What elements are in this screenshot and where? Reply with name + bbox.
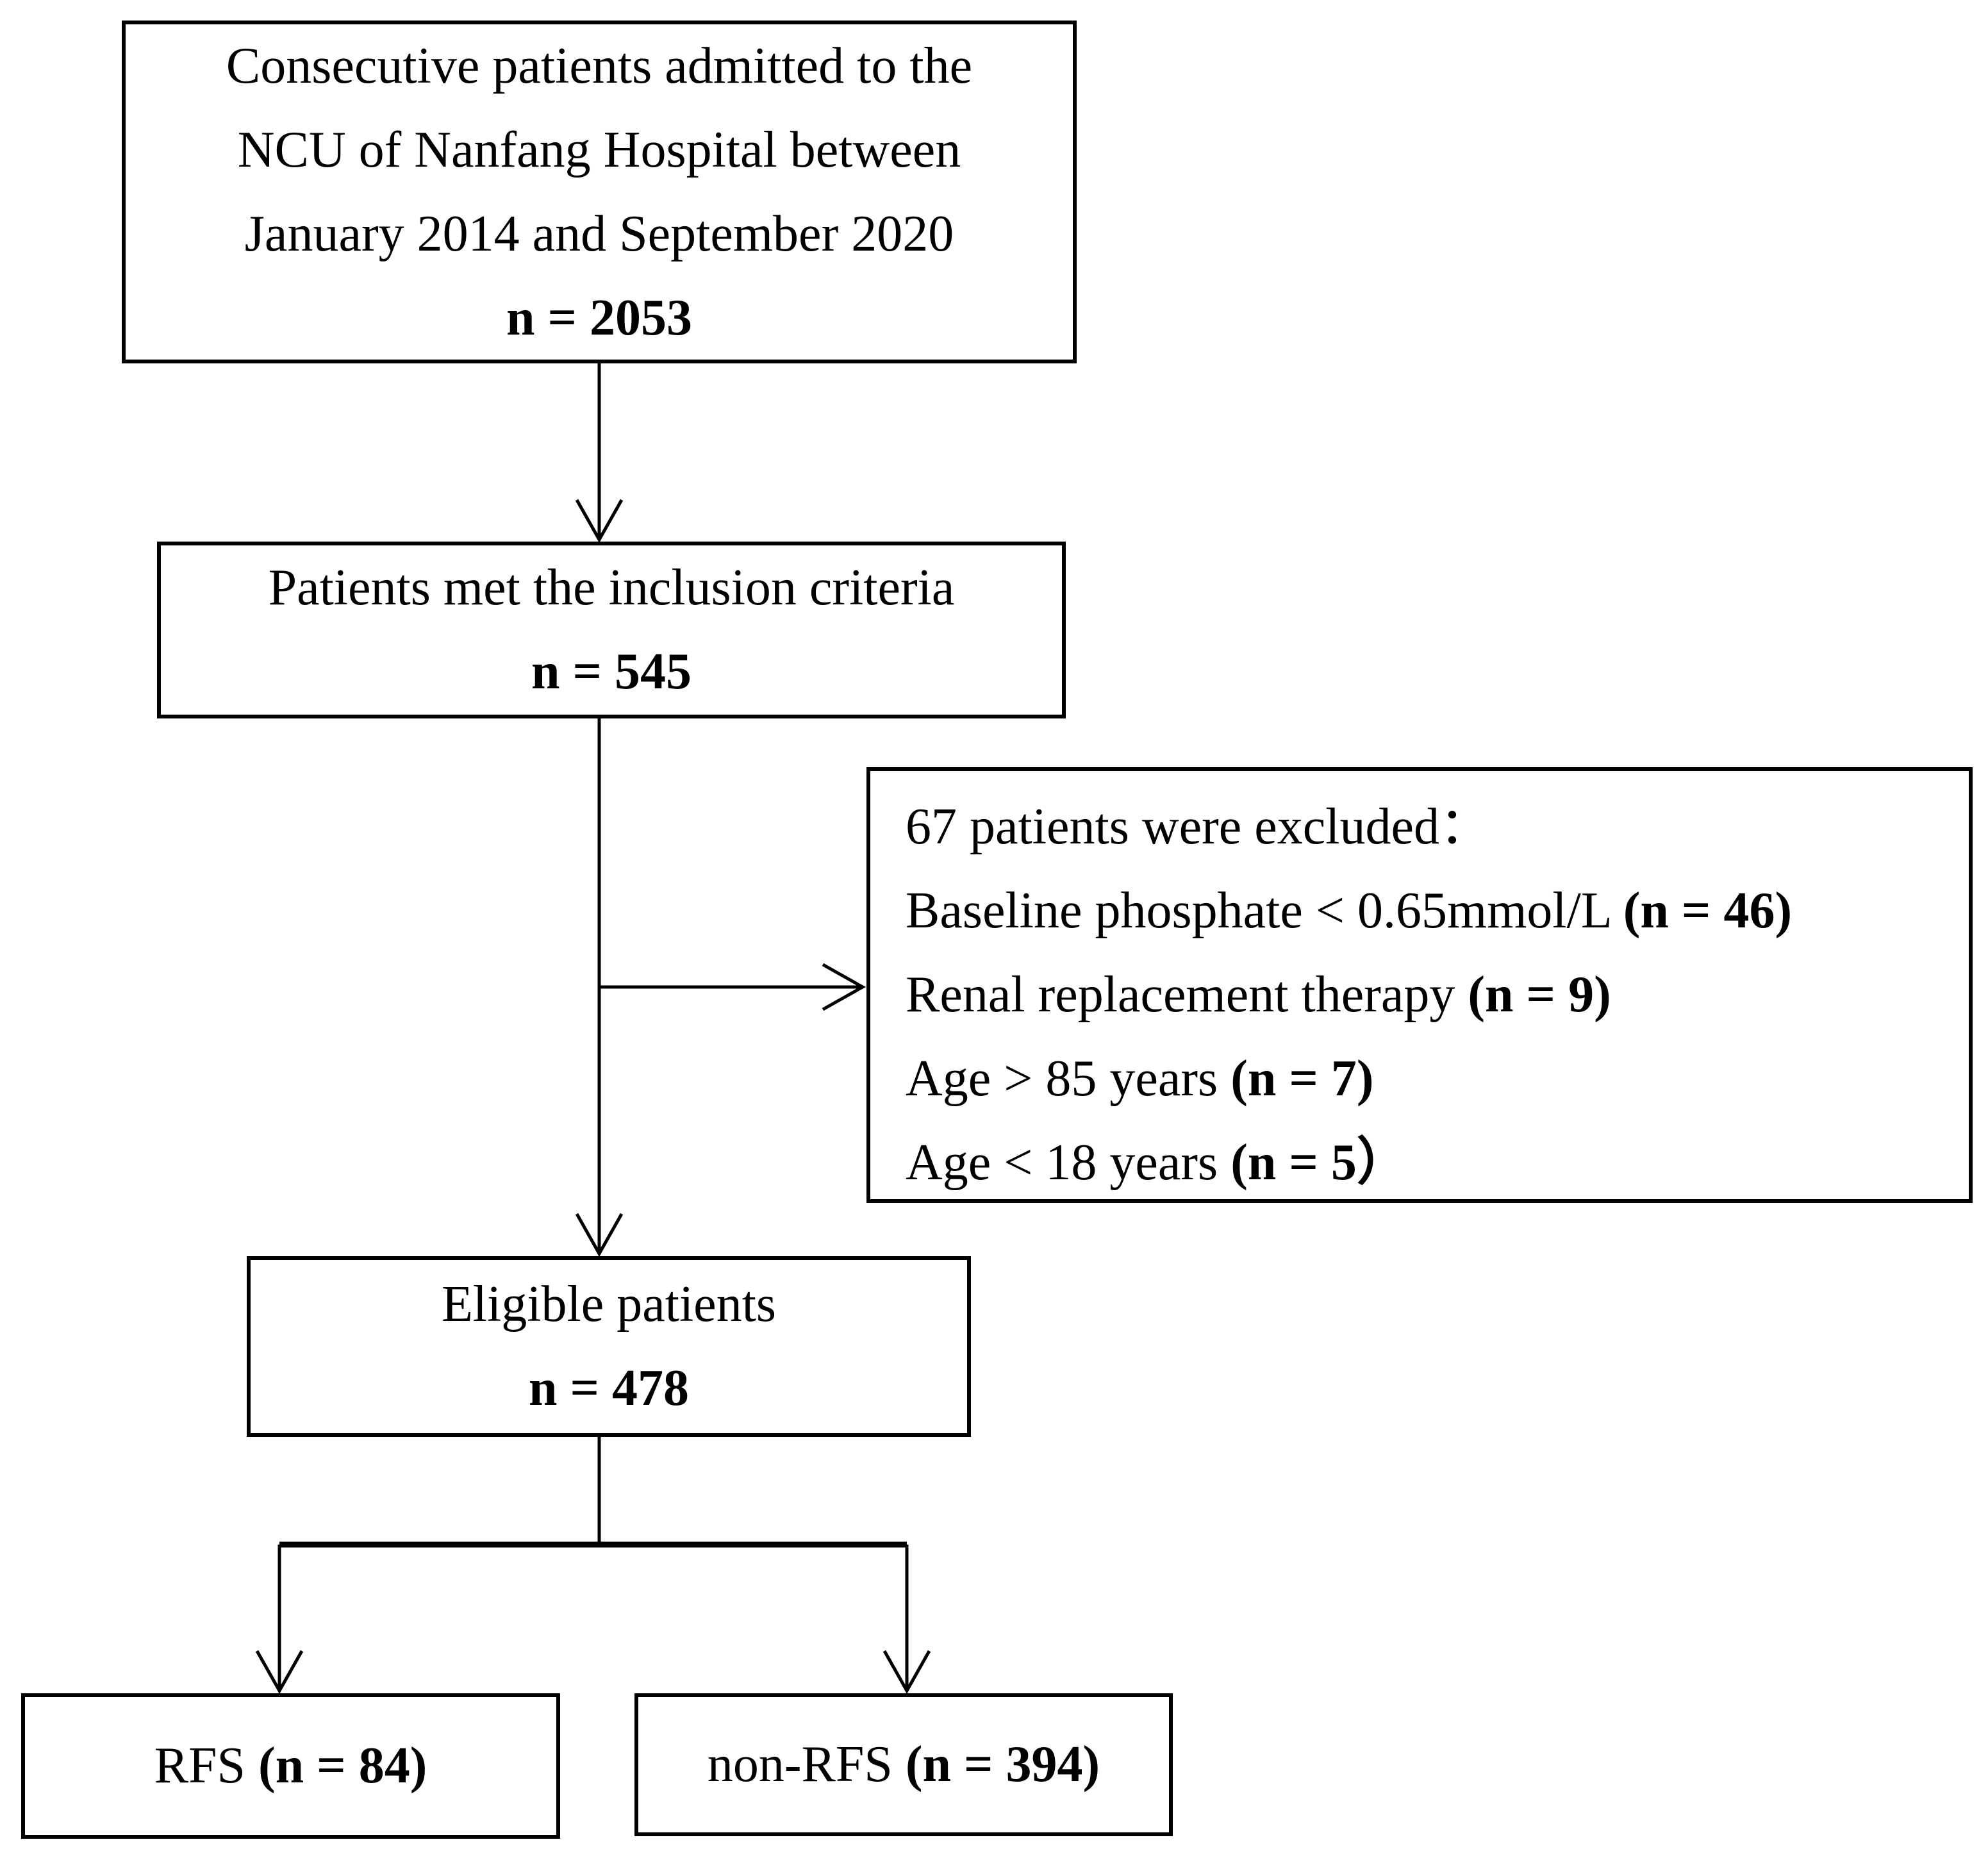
arrowhead-down-icon [255, 1650, 304, 1695]
nonrfs-label: non-RFS (n = 394) [638, 1723, 1169, 1807]
admitted-line-3: January 2014 and September 2020 [244, 205, 954, 262]
rfs-n-count: (n = 84) [258, 1738, 427, 1794]
excluded-item-text: Baseline phosphate < 0.65mmol/L [906, 883, 1623, 939]
excluded-title: 67 patients were excluded： [906, 799, 1491, 855]
excluded-item-n: (n = 46) [1623, 883, 1793, 939]
admitted-line-1: Consecutive patients admitted to the [226, 37, 973, 94]
arrowhead-down-icon [882, 1650, 931, 1695]
excluded-item: Age < 18 years (n = 5） [906, 1121, 1950, 1205]
box-inclusion-criteria: Patients met the inclusion criteria n = … [157, 542, 1066, 718]
excluded-item-text: Age < 18 years [906, 1134, 1231, 1191]
excluded-item-n: (n = 7) [1230, 1050, 1374, 1107]
arrowhead-down-icon [575, 1213, 624, 1257]
excluded-item: Renal replacement therapy (n = 9) [906, 953, 1950, 1037]
inclusion-n-count: n = 545 [531, 643, 692, 700]
rfs-text: RFS [154, 1738, 258, 1794]
arrowhead-down-icon [575, 499, 624, 543]
rfs-label: RFS (n = 84) [25, 1724, 556, 1808]
arrow-down-to-rfs [255, 1545, 304, 1695]
excluded-item: Age > 85 years (n = 7) [906, 1037, 1950, 1121]
nonrfs-n-count: (n = 394) [905, 1736, 1100, 1793]
arrow-down-to-nonrfs [882, 1545, 931, 1695]
eligible-line: Eligible patients [441, 1276, 777, 1332]
box-rfs-group: RFS (n = 84) [21, 1693, 560, 1839]
excluded-item-text: Age > 85 years [906, 1050, 1231, 1107]
inclusion-line: Patients met the inclusion criteria [268, 560, 955, 616]
arrowhead-right-icon [822, 963, 866, 1011]
arrow-down-admitted-to-inclusion [575, 363, 624, 543]
excluded-item-text: Renal replacement therapy [906, 966, 1468, 1023]
box-admitted-patients: Consecutive patients admitted to the NCU… [122, 21, 1077, 363]
excluded-item-n: (n = 9) [1468, 966, 1611, 1023]
arrow-down-inclusion-to-eligible [575, 718, 624, 1257]
nonrfs-text: non-RFS [707, 1736, 906, 1793]
split-connector [279, 1437, 907, 1548]
eligible-n-count: n = 478 [528, 1360, 690, 1416]
excluded-item-n: (n = 5） [1230, 1134, 1408, 1191]
excluded-item: Baseline phosphate < 0.65mmol/L (n = 46) [906, 869, 1950, 953]
arrow-right-to-excluded [599, 963, 866, 1011]
admitted-line-2: NCU of Nanfang Hospital between [237, 121, 961, 178]
box-eligible-patients: Eligible patients n = 478 [247, 1256, 971, 1437]
admitted-n-count: n = 2053 [506, 289, 693, 346]
box-nonrfs-group: non-RFS (n = 394) [634, 1693, 1173, 1836]
box-excluded-patients: 67 patients were excluded： Baseline phos… [866, 767, 1973, 1203]
